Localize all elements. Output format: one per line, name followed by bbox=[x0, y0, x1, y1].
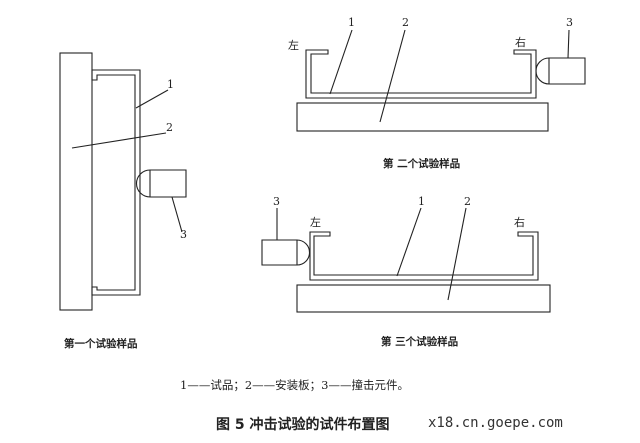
leader-3 bbox=[171, 196, 183, 233]
label-3: 3 bbox=[273, 195, 280, 208]
label-3: 3 bbox=[566, 16, 573, 29]
panel-2-drawing bbox=[296, 29, 586, 132]
panel-3-drawing bbox=[261, 207, 551, 313]
impactor bbox=[135, 169, 187, 198]
panel-2-caption: 第 二个试验样品 bbox=[383, 158, 461, 170]
right-side-label: 右 bbox=[514, 216, 525, 229]
panel-3-caption: 第 三个试验样品 bbox=[381, 336, 459, 348]
label-1: 1 bbox=[167, 78, 174, 91]
leader-2 bbox=[447, 207, 467, 301]
leader-2 bbox=[379, 29, 406, 123]
panel-1-caption: 第一个试验样品 bbox=[64, 338, 138, 350]
mounting-plate bbox=[296, 284, 551, 313]
label-3: 3 bbox=[180, 228, 187, 241]
leader-3 bbox=[567, 29, 570, 59]
leader-1 bbox=[396, 207, 422, 277]
specimen bbox=[305, 49, 537, 99]
impactor bbox=[535, 57, 586, 85]
label-2: 2 bbox=[464, 195, 471, 208]
left-side-label: 左 bbox=[288, 39, 299, 52]
left-side-label: 左 bbox=[310, 216, 321, 229]
panel-1-drawing bbox=[59, 52, 187, 311]
leader-1 bbox=[329, 29, 353, 95]
label-2: 2 bbox=[166, 121, 173, 134]
leader-2 bbox=[71, 132, 167, 149]
figure-title: 图 5 冲击试验的试件布置图 bbox=[216, 417, 390, 433]
mounting-plate bbox=[59, 52, 93, 311]
label-1: 1 bbox=[348, 16, 355, 29]
mounting-plate bbox=[296, 102, 549, 132]
impactor bbox=[261, 239, 311, 266]
legend: 1——试品；2——安装板；3——撞击元件。 bbox=[180, 378, 409, 392]
label-1: 1 bbox=[418, 195, 425, 208]
leader-1 bbox=[135, 89, 169, 109]
label-2: 2 bbox=[402, 16, 409, 29]
specimen bbox=[309, 231, 539, 281]
watermark: x18.cn.goepe.com bbox=[428, 415, 563, 431]
right-side-label: 右 bbox=[515, 36, 526, 49]
specimen bbox=[91, 69, 141, 296]
